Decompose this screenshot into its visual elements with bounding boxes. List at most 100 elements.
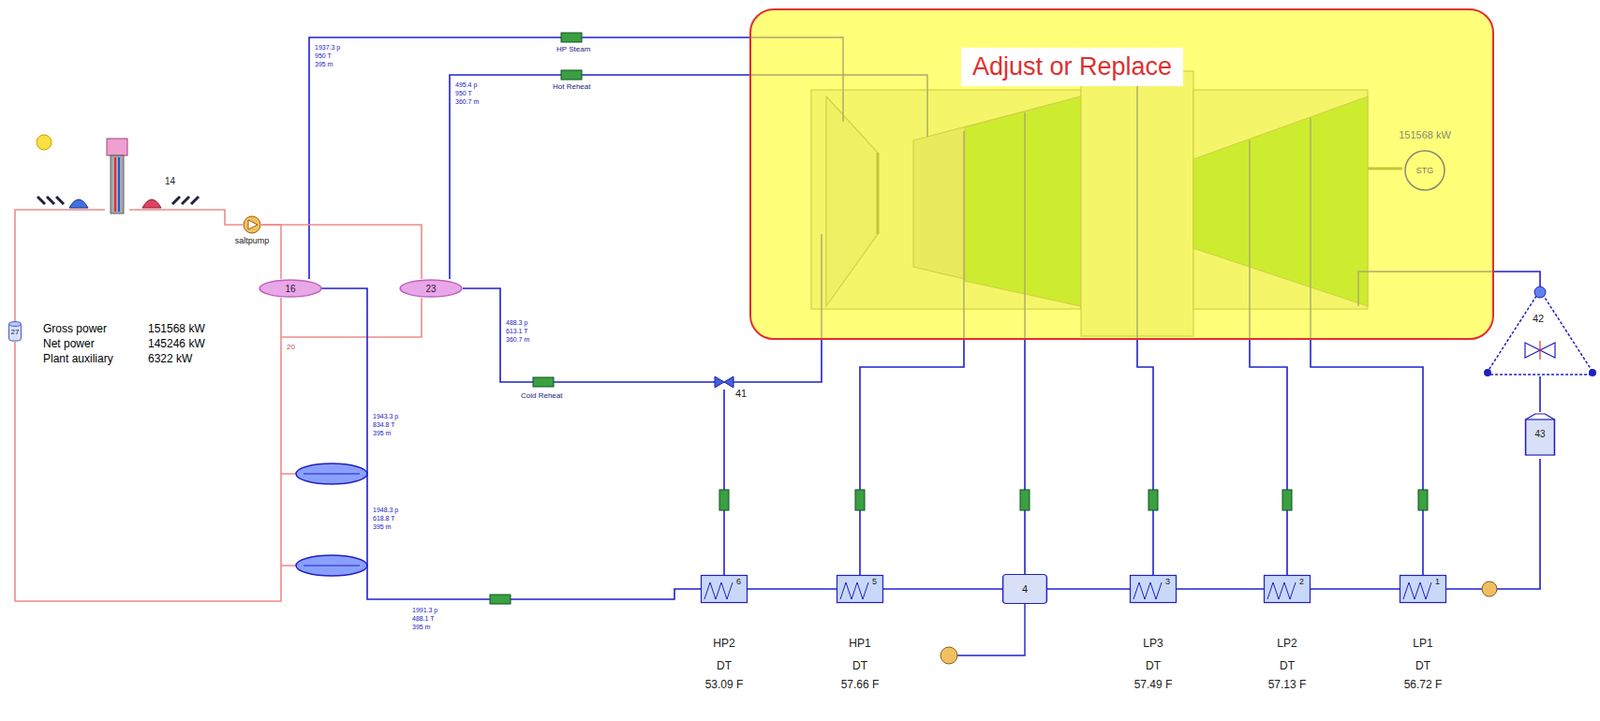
- stream-name: Cold Reheat: [520, 391, 563, 401]
- pipe-connector: [1310, 588, 1400, 591]
- condenser-outline: [1485, 290, 1595, 375]
- red-dome: [142, 199, 162, 208]
- region-title: Adjust or Replace: [961, 47, 1184, 87]
- heater-name: LP1: [1412, 637, 1433, 651]
- stream-data: 618.8 T: [372, 514, 396, 523]
- temperature-value: 56.72 F: [1404, 678, 1443, 692]
- stream-data: 1937.3 p: [314, 43, 341, 52]
- stream-data: 395 m: [314, 59, 333, 69]
- heater-name: LP3: [1142, 637, 1163, 651]
- stg-node: 151568 kWSTG: [1404, 149, 1446, 192]
- flow-meters-part: [489, 594, 511, 605]
- salt-lines: [14, 297, 422, 602]
- heater-shell: [1264, 576, 1311, 604]
- steam-generators-part: [303, 474, 360, 475]
- stream-data: 360.7 m: [455, 97, 479, 106]
- heater-name: HP2: [712, 637, 735, 651]
- heliostats-part: [172, 196, 180, 205]
- flow-meters-part: [561, 32, 582, 43]
- pipe-connector: [1137, 340, 1154, 576]
- riser: [114, 157, 117, 212]
- pump-label: saltpump: [235, 236, 270, 246]
- feedwater-line: [318, 288, 701, 600]
- condenser-corner: [1588, 369, 1597, 377]
- heater-drain-label: DT: [716, 659, 732, 673]
- steam-generators: [296, 463, 368, 577]
- temperature-value: 53.09 F: [705, 678, 744, 692]
- stream-data: 488.3 p: [505, 318, 528, 327]
- heater-node: 2LP2DT57.13 F: [1263, 575, 1311, 604]
- yellow-node: Adjust or Replace 151568 kWSTG: [749, 8, 1495, 341]
- callout-number: 1: [1435, 577, 1440, 587]
- blue-dome: [69, 199, 89, 208]
- condensate-pump: [1481, 581, 1497, 597]
- pipe-connector: [1539, 376, 1541, 413]
- stream-data: 395 m: [372, 522, 391, 532]
- callout-number: 16: [258, 283, 323, 295]
- condenser-inlet: [1534, 286, 1546, 298]
- pipe-connector: [261, 224, 282, 280]
- fan-axis: [1539, 340, 1541, 360]
- pipe-connector: [1249, 340, 1288, 576]
- power-summary: Net power: [43, 337, 95, 351]
- heater-drain-label: DT: [1415, 659, 1431, 673]
- callout-number: 23: [399, 283, 463, 295]
- callout-number: 3: [1165, 577, 1171, 587]
- power-summary: 6322 kW: [148, 352, 193, 366]
- drain-line: [957, 604, 1025, 656]
- heater-node: 3LP3DT57.49 F: [1129, 575, 1177, 604]
- tank43-node: 43: [1523, 412, 1557, 460]
- valve-symbol: [714, 376, 734, 388]
- power-summary: 145246 kW: [148, 337, 206, 351]
- pipe-connector: [859, 340, 964, 576]
- heater-shell: [1400, 576, 1447, 604]
- heater-node: 1LP1DT56.72 F: [1399, 575, 1447, 604]
- temperature-value: 57.13 F: [1268, 678, 1307, 692]
- pipe-connector: [883, 588, 1003, 591]
- flow-meters-part: [855, 489, 865, 511]
- stream-data: 395 m: [372, 429, 391, 438]
- flow-meters-part: [533, 377, 554, 387]
- power-summary: Gross power: [43, 322, 107, 336]
- tower-body: [110, 155, 124, 214]
- pipe-connector: [723, 389, 726, 576]
- heater-tubes: [1267, 582, 1296, 600]
- callout-number: 2: [1299, 577, 1304, 587]
- steam-generators-part: [303, 565, 360, 567]
- pipe-connector: [129, 209, 243, 225]
- pipe-connector: [1494, 271, 1541, 287]
- callout-number: 43: [1523, 429, 1557, 440]
- pipe-connector: [733, 340, 822, 383]
- heater-node: 5HP1DT57.66 F: [836, 575, 884, 604]
- heater-drain-label: DT: [1145, 659, 1161, 673]
- heater-drain-label: DT: [1279, 659, 1295, 673]
- heliostats-part: [37, 196, 45, 205]
- stream-name: Hot Reheat: [552, 82, 591, 92]
- heliostats-part: [191, 196, 199, 205]
- stream-data: 1943.3 p: [372, 412, 399, 421]
- heater-drain-label: DT: [852, 659, 868, 673]
- heater-shell: [837, 576, 884, 604]
- heater-name: HP1: [848, 637, 871, 651]
- callout-number: 42: [1532, 312, 1544, 325]
- temperature-value: 57.66 F: [841, 678, 880, 692]
- flow-meters-part: [1282, 489, 1292, 511]
- stream-data: 1948.3 p: [372, 505, 399, 515]
- heater-shell: [701, 576, 748, 604]
- pump-arrow: [248, 220, 258, 230]
- cond-node: 42: [1483, 286, 1597, 377]
- pipe-connector: [1310, 340, 1423, 576]
- node-shape: [242, 215, 262, 235]
- node-shape: [1483, 286, 1597, 377]
- flow-meters-part: [1418, 489, 1428, 511]
- oval-node: 23: [399, 279, 463, 298]
- oval-node: 16: [258, 279, 323, 298]
- callout-number: 20: [286, 342, 296, 353]
- tank-node: 27: [8, 321, 22, 342]
- heater-tubes: [840, 582, 869, 600]
- callout-number: 5: [872, 577, 877, 587]
- sun: [36, 134, 52, 150]
- heater-tubes: [704, 582, 733, 600]
- salt-lines-part: [281, 337, 297, 475]
